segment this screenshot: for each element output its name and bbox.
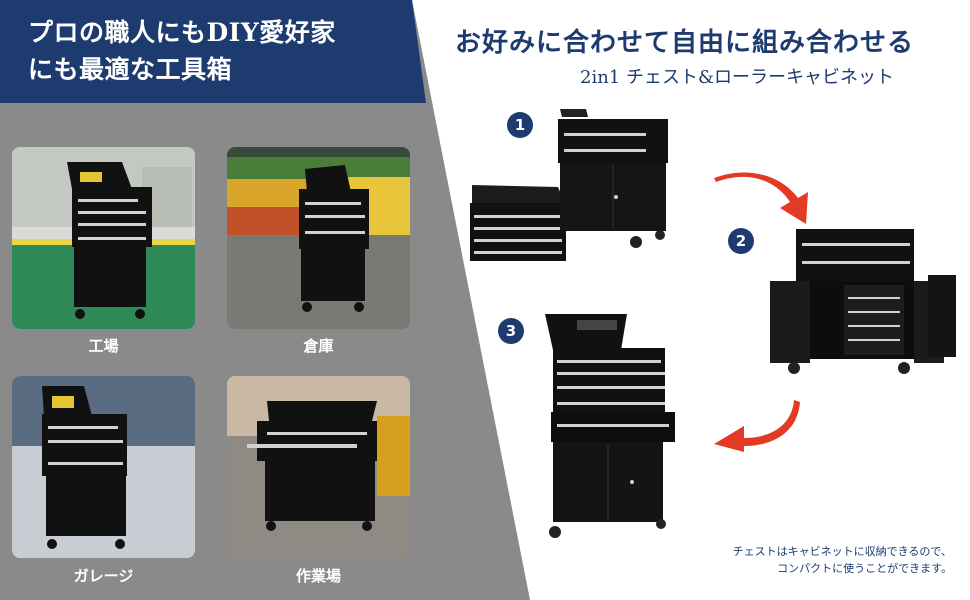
- storage-note: チェストはキャビネットに収納できるので、 コンパクトに使うことができます。: [640, 543, 952, 577]
- headline-line-1: プロの職人にもDIY愛好家: [28, 18, 336, 47]
- sub-title: 2in1 チェスト&ローラーキャビネット: [580, 67, 894, 88]
- scene-label-workshop: 作業場: [295, 567, 341, 585]
- scene-photo-factory: [12, 147, 195, 329]
- scene-photo-workshop: [227, 376, 410, 558]
- step2-cabinet-open-image: [770, 229, 956, 374]
- curved-arrow-icon-right: [714, 172, 808, 224]
- scene-label-warehouse: 倉庫: [303, 337, 334, 355]
- step-badge-1: 1: [507, 112, 533, 138]
- scene-label-factory: 工場: [88, 337, 119, 355]
- step1-chest-and-cabinet-image: [470, 109, 668, 261]
- scene-photo-garage: [12, 376, 195, 558]
- headline: プロの職人にもDIY愛好家 にも最適な工具箱: [28, 14, 408, 88]
- separate-chest: [470, 185, 566, 261]
- scene-photo-warehouse: [227, 147, 410, 329]
- headline-line-2: にも最適な工具箱: [28, 55, 233, 84]
- step-badge-2: 2: [728, 228, 754, 254]
- storage-note-line-1: チェストはキャビネットに収納できるので、: [732, 545, 952, 558]
- step-badge-3: 3: [498, 318, 524, 344]
- roller-cabinet: [558, 109, 668, 248]
- step3-combined-tool-chest-image: [545, 314, 675, 538]
- curved-arrow-icon-left: [714, 400, 800, 452]
- main-title: お好みに合わせて自由に組み合わせる: [455, 28, 915, 58]
- storage-note-line-2: コンパクトに使うことができます。: [777, 562, 952, 575]
- scene-label-garage: ガレージ: [73, 567, 134, 585]
